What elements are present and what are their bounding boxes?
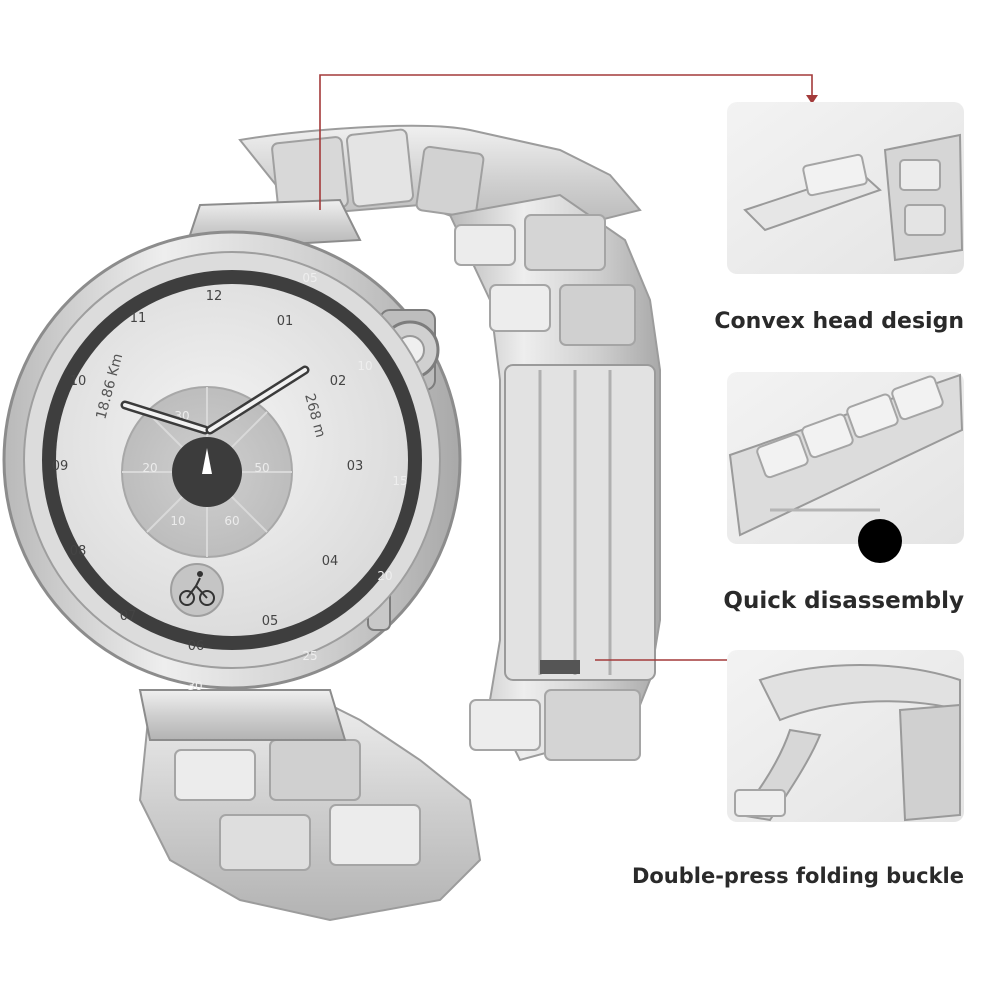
bezel-number: 25 xyxy=(302,649,317,663)
cycling-icon xyxy=(170,563,224,617)
bezel-number: 05 xyxy=(302,271,317,285)
lower-band xyxy=(138,688,482,922)
hour-number: 01 xyxy=(277,314,294,329)
feature-caption-folding-buckle: Double-press folding buckle xyxy=(631,864,964,888)
detail-panel-convex-head xyxy=(727,102,964,274)
sub-dial: 30 40 50 60 10 20 xyxy=(121,386,293,558)
hour-number: 06 xyxy=(188,639,205,654)
hour-number: 11 xyxy=(130,311,147,326)
detail-panel-folding-buckle xyxy=(727,650,964,822)
subdial-number: 20 xyxy=(142,461,157,475)
hour-number: 07 xyxy=(120,609,137,624)
feature-caption-quick-disassembly: Quick disassembly xyxy=(723,588,964,614)
feature-caption-convex-head: Convex head design xyxy=(714,309,964,334)
hour-numbers: 12 01 02 03 04 05 06 07 08 09 10 11 xyxy=(52,289,364,654)
hour-number: 04 xyxy=(322,554,339,569)
bezel-numbers: 05 10 15 20 25 30 xyxy=(187,271,407,693)
subdial-number: 60 xyxy=(224,514,239,528)
hour-number: 09 xyxy=(52,459,69,474)
hour-number: 12 xyxy=(206,289,223,304)
hour-number: 10 xyxy=(70,374,87,389)
subdial-number: 50 xyxy=(254,461,269,475)
watch-hands xyxy=(120,365,310,435)
subdial-number: 10 xyxy=(170,514,185,528)
hour-number: 02 xyxy=(330,374,347,389)
right-band xyxy=(448,193,661,762)
bezel-number: 20 xyxy=(377,569,392,583)
hour-number: 03 xyxy=(347,459,364,474)
detail-panel-quick-disassembly xyxy=(727,372,964,563)
bezel-number: 10 xyxy=(357,359,372,373)
hour-number: 08 xyxy=(70,544,87,559)
bezel-number: 15 xyxy=(392,474,407,488)
marker-dot-icon xyxy=(858,519,902,563)
bezel-number: 30 xyxy=(187,679,202,693)
hour-number: 05 xyxy=(262,614,279,629)
